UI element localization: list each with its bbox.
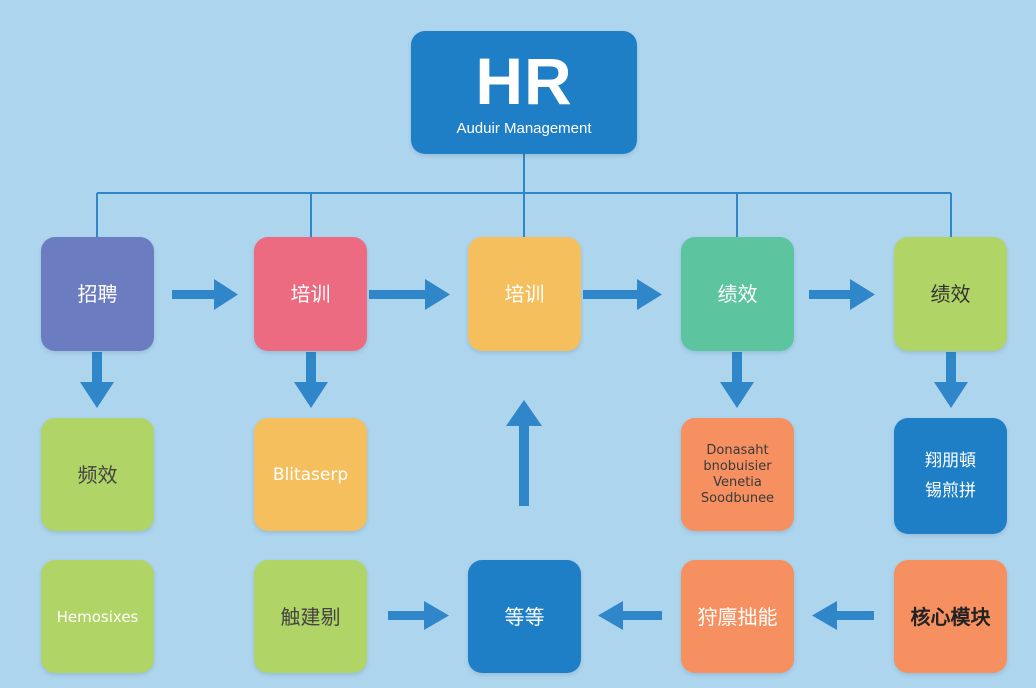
node-performance-child-line-1: Donasaht bbox=[706, 442, 769, 458]
node-bottom-2: 触建剔 bbox=[254, 560, 367, 673]
arrow-core-to-bottom-4 bbox=[812, 601, 874, 630]
node-performance-2-label: 绩效 bbox=[930, 282, 971, 306]
node-performance-2-child-line-2: 锡煎拼 bbox=[925, 481, 976, 501]
node-bottom-center-label: 等等 bbox=[504, 604, 545, 629]
node-training-1-label: 培训 bbox=[290, 282, 331, 306]
arrow-training-to-performance bbox=[583, 279, 662, 310]
node-performance-child-line-3: Venetia bbox=[713, 474, 762, 490]
node-performance-1-label: 绩效 bbox=[717, 282, 758, 306]
node-performance-child: Donasaht bnobuisier Venetia Soodbunee bbox=[681, 418, 794, 531]
node-performance-2-child-line-1: 翔朋頓 bbox=[925, 451, 976, 471]
arrow-training-down bbox=[294, 352, 328, 408]
node-bottom-4-label: 狩廪拙能 bbox=[697, 604, 778, 629]
node-performance-2-child: 翔朋頓 锡煎拼 bbox=[894, 418, 1007, 534]
arrow-performance-2-down bbox=[934, 352, 968, 408]
node-bottom-1-label: Hemosixes bbox=[56, 607, 139, 626]
node-performance-child-line-4: Soodbunee bbox=[700, 490, 775, 506]
node-bottom-4: 狩廪拙能 bbox=[681, 560, 794, 673]
node-training-child-label: Blitaserp bbox=[272, 464, 349, 485]
node-core-modules-label: 核心模块 bbox=[910, 604, 991, 629]
node-training-2-label: 培训 bbox=[504, 282, 545, 306]
arrow-performance-to-performance bbox=[809, 279, 875, 310]
arrow-recruit-down bbox=[80, 352, 114, 408]
node-bottom-center: 等等 bbox=[468, 560, 581, 673]
node-training-2: 培训 bbox=[468, 237, 581, 351]
node-training-child: Blitaserp bbox=[254, 418, 367, 531]
arrow-bottom-2-to-center bbox=[388, 601, 449, 630]
node-performance-child-line-2: bnobuisier bbox=[703, 458, 772, 474]
node-training-1: 培训 bbox=[254, 237, 367, 351]
node-core-modules: 核心模块 bbox=[894, 560, 1007, 673]
arrow-recruit-to-training bbox=[172, 279, 238, 310]
arrow-training-to-training bbox=[369, 279, 450, 310]
root-subtitle: Auduir Management bbox=[456, 120, 592, 137]
node-performance-1: 绩效 bbox=[681, 237, 794, 351]
node-recruit-child-label: 频效 bbox=[77, 462, 118, 487]
node-bottom-2-label: 触建剔 bbox=[280, 604, 341, 629]
node-recruit-child: 频效 bbox=[41, 418, 154, 531]
root-node-hr: HR Auduir Management bbox=[411, 31, 637, 154]
root-title: HR bbox=[475, 44, 573, 118]
node-performance-2: 绩效 bbox=[894, 237, 1007, 351]
arrow-performance-1-down bbox=[720, 352, 754, 408]
arrow-bottom-4-to-center bbox=[598, 601, 662, 630]
arrow-center-up bbox=[506, 400, 542, 506]
node-recruit: 招聘 bbox=[41, 237, 154, 351]
node-recruit-label: 招聘 bbox=[77, 282, 118, 306]
node-bottom-1: Hemosixes bbox=[41, 560, 154, 673]
tree-connectors bbox=[96, 154, 952, 237]
